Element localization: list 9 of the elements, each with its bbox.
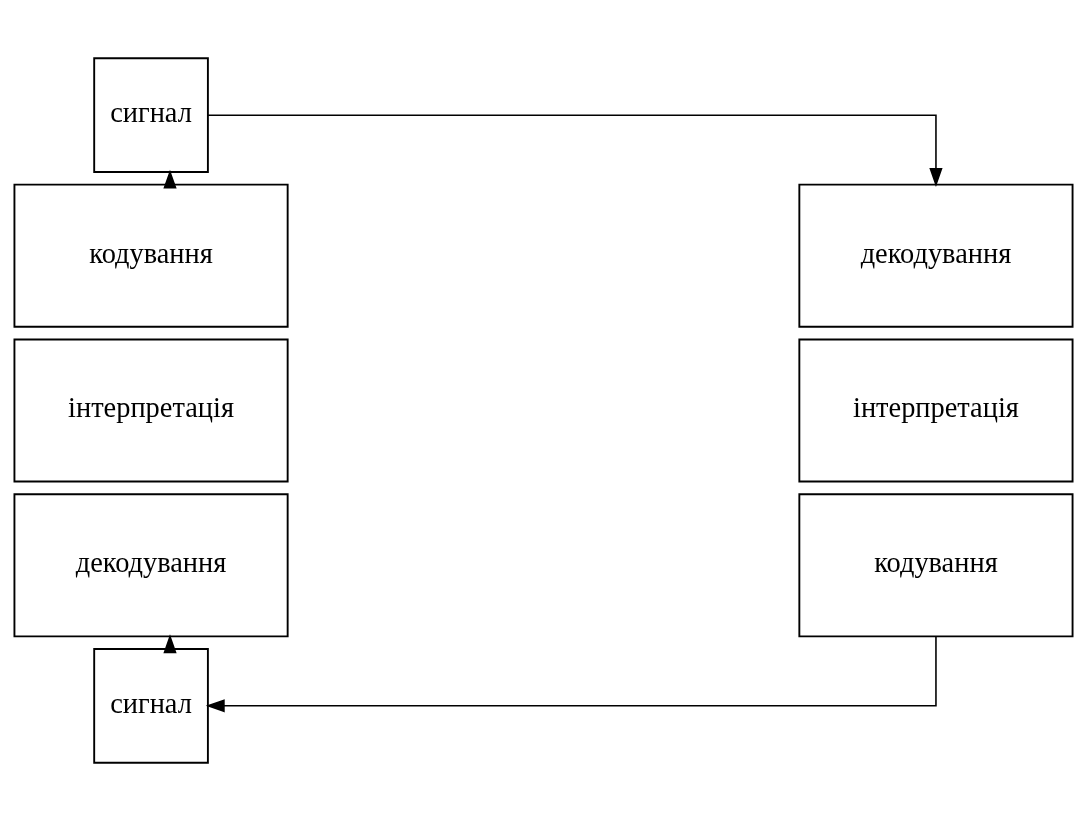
node-box: декодування — [798, 183, 1074, 328]
node-box: сигнал — [93, 57, 209, 173]
node-box: декодування — [13, 493, 289, 638]
arrow — [205, 635, 937, 713]
node-box: інтерпретація — [13, 338, 289, 483]
node-box: інтерпретація — [798, 338, 1074, 483]
arrow — [207, 114, 943, 188]
arrow — [163, 634, 177, 654]
node-box: кодування — [798, 493, 1074, 638]
